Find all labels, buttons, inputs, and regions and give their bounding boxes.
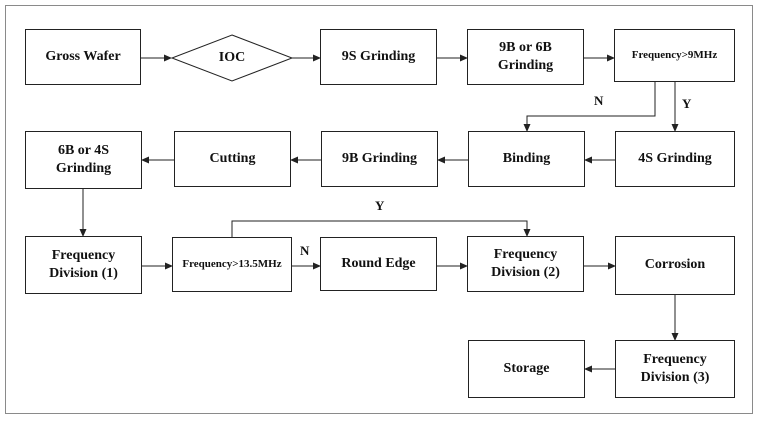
node-9b-grinding: 9B Grinding	[321, 131, 438, 187]
node-frequency-division-1-label: Frequency Division (1)	[49, 247, 118, 281]
node-frequency-9mhz: Frequency>9MHz	[614, 29, 735, 82]
node-frequency-division-2-label: Frequency Division (2)	[491, 246, 560, 280]
node-frequency-division-1: Frequency Division (1)	[25, 236, 142, 294]
node-binding: Binding	[468, 131, 585, 187]
node-corrosion: Corrosion	[615, 236, 735, 295]
node-cutting: Cutting	[174, 131, 291, 187]
node-frequency-division-3: Frequency Division (3)	[615, 340, 735, 398]
branch-yes-label-13-5mhz: Y	[375, 198, 385, 213]
node-ioc-label: IOC	[218, 50, 246, 65]
node-9s-grinding: 9S Grinding	[320, 29, 437, 85]
node-cutting-label: Cutting	[209, 150, 256, 166]
branch-no-label-9mhz: N	[594, 93, 604, 108]
arrow-freq-13-5mhz-yes-to-freq-division-2	[231, 220, 531, 237]
node-4s-grinding-label: 4S Grinding	[638, 150, 712, 166]
node-6b-or-4s-grinding-label: 6B or 4S Grinding	[55, 142, 112, 176]
node-9b-grinding-label: 9B Grinding	[341, 150, 418, 166]
node-9s-grinding-label: 9S Grinding	[341, 48, 416, 64]
node-9b-or-6b-grinding-label: 9B or 6B Grinding	[497, 39, 554, 73]
node-frequency-9mhz-label: Frequency>9MHz	[631, 49, 718, 62]
node-round-edge-label: Round Edge	[341, 255, 416, 271]
node-gross-wafer-label: Gross Wafer	[45, 48, 121, 64]
node-frequency-division-3-label: Frequency Division (3)	[640, 351, 710, 385]
branch-no-label-13-5mhz: N	[300, 243, 310, 258]
node-frequency-13-5mhz: Frequency>13.5MHz	[172, 237, 292, 292]
arrow-freq-9mhz-no-to-binding	[523, 82, 656, 132]
ioc-decision-diamond	[170, 34, 294, 82]
node-storage: Storage	[468, 340, 585, 398]
node-storage-label: Storage	[503, 360, 550, 376]
node-gross-wafer: Gross Wafer	[25, 29, 141, 85]
node-corrosion-label: Corrosion	[644, 257, 706, 273]
branch-yes-label-9mhz: Y	[682, 96, 692, 111]
node-6b-or-4s-grinding: 6B or 4S Grinding	[25, 131, 142, 189]
node-binding-label: Binding	[502, 150, 551, 166]
node-9b-or-6b-grinding: 9B or 6B Grinding	[467, 29, 584, 85]
node-4s-grinding: 4S Grinding	[615, 131, 735, 187]
node-frequency-division-2: Frequency Division (2)	[467, 236, 584, 292]
node-round-edge: Round Edge	[320, 237, 437, 291]
node-frequency-13-5mhz-label: Frequency>13.5MHz	[182, 258, 282, 271]
